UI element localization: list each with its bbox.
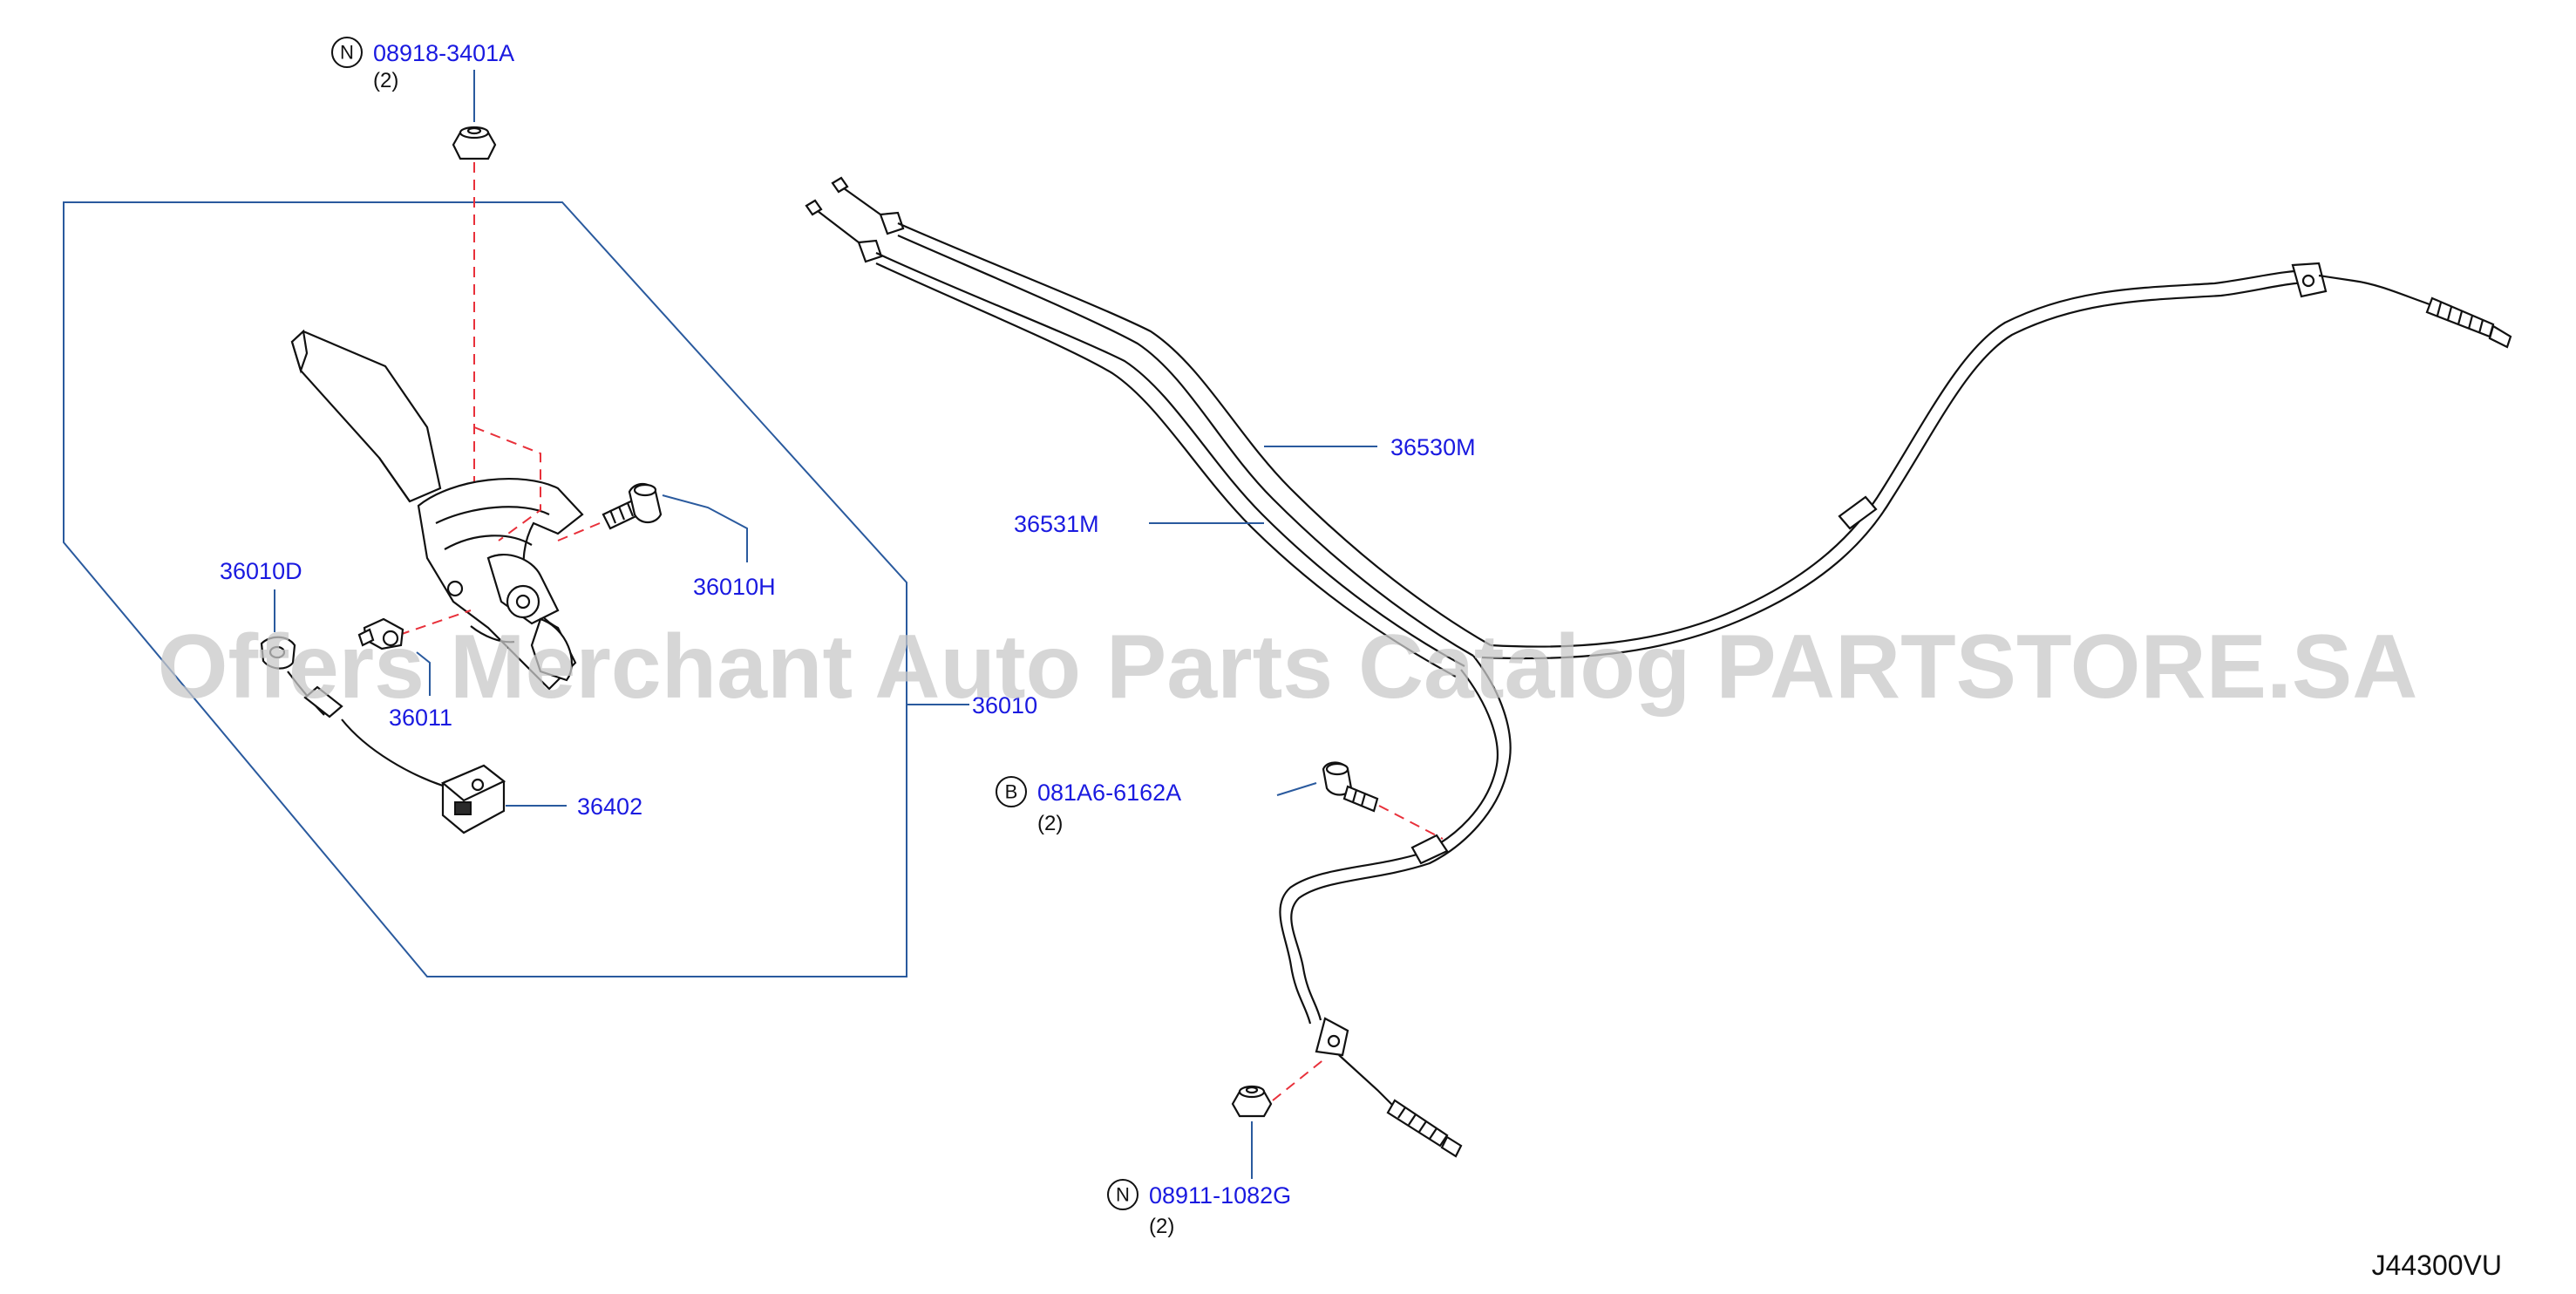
lever-pad-part-number[interactable]: 36010D xyxy=(220,558,302,584)
nut-bottom-badge xyxy=(1107,1179,1138,1210)
lever-clip-part-number[interactable]: 36011 xyxy=(389,705,452,731)
nut-bottom-badge-letter: N xyxy=(1116,1184,1130,1206)
cable-assembly-icon xyxy=(805,176,2512,1158)
nut-bottom-icon xyxy=(1231,1085,1273,1118)
lever-assembly-part-number[interactable]: 36010 xyxy=(972,692,1037,719)
nut-top-qty: (2) xyxy=(373,69,398,92)
nut-top-callout[interactable]: N 08918-3401A (2) xyxy=(331,37,514,92)
cable-front-part-number[interactable]: 36531M xyxy=(1014,511,1099,537)
cable-rear-part-number[interactable]: 36530M xyxy=(1390,434,1476,460)
nut-top-badge-letter: N xyxy=(340,42,354,64)
bolt-callout[interactable]: B 081A6-6162A (2) xyxy=(996,776,1181,835)
bolt-icon xyxy=(1322,761,1379,813)
bolt-badge-letter: B xyxy=(1005,781,1018,803)
lever-bolt-part-number[interactable]: 36010H xyxy=(693,574,776,600)
lever-clip-dashed-path xyxy=(398,610,472,636)
lever-clip-leader xyxy=(416,651,431,696)
bolt-leader xyxy=(1276,782,1317,796)
lever-dashed-path xyxy=(473,426,541,541)
nut-bottom-callout[interactable]: N 08911-1082G (2) xyxy=(1107,1179,1291,1238)
bolt-part-number[interactable]: 081A6-6162A xyxy=(1037,780,1181,806)
bolt-badge xyxy=(996,776,1027,807)
nut-bottom-dashed-path xyxy=(1272,1058,1326,1101)
bolt-qty: (2) xyxy=(1037,812,1063,835)
nut-bottom-part-number[interactable]: 08911-1082G xyxy=(1149,1182,1291,1209)
lever-bolt-icon xyxy=(602,482,663,530)
nut-bottom-qty: (2) xyxy=(1149,1215,1174,1238)
lever-bolt-leader xyxy=(662,494,748,562)
lever-pad-icon xyxy=(260,636,296,670)
switch-harness-icon xyxy=(287,671,506,834)
hand-brake-lever-icon xyxy=(290,329,584,691)
lever-bolt-dashed-path xyxy=(557,518,611,541)
watermark-text: Offers Merchant Auto Parts Catalog PARTS… xyxy=(158,616,2418,718)
nut-top-part-number[interactable]: 08918-3401A xyxy=(373,40,514,66)
lever-assembly-boundary xyxy=(63,201,907,977)
nut-top-badge xyxy=(331,37,363,68)
switch-part-number[interactable]: 36402 xyxy=(577,793,642,820)
nut-top-icon xyxy=(452,126,497,160)
diagram-id-code: J44300VU xyxy=(2372,1250,2502,1281)
bolt-dashed-path xyxy=(1378,805,1444,840)
lever-clip-icon xyxy=(357,617,404,650)
